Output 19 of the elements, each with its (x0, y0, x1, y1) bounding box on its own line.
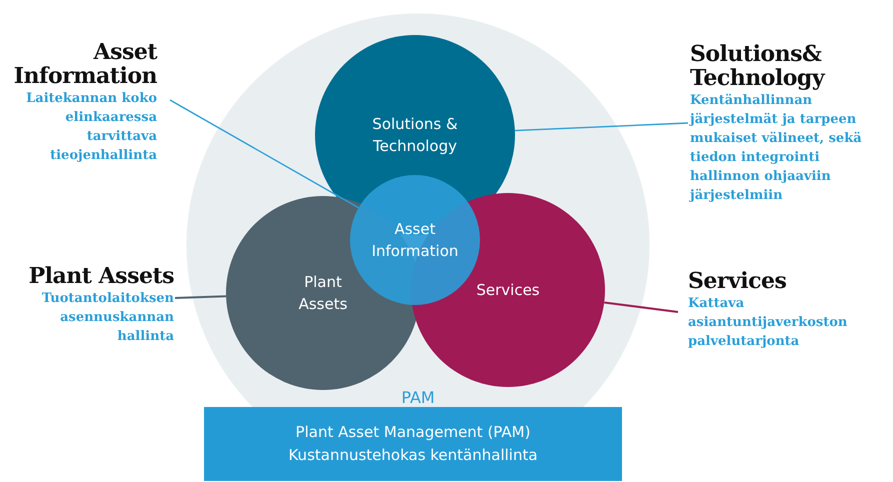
circle-label: Services (475, 280, 541, 301)
callout-description: Kattava asiantuntijaverkoston palvelutarjonta (688, 295, 848, 351)
callout-heading: Solutions& Technology (690, 42, 826, 90)
circle-label: PAM (400, 387, 436, 409)
title-banner (204, 407, 622, 481)
banner-text: Plant Asset Management (PAM) (296, 422, 530, 443)
leader-line (514, 122, 688, 132)
callout-heading: Asset Information (12, 40, 157, 88)
circle-label: Asset Information (370, 218, 460, 262)
callout-description: Tuotantolaitoksen asennuskannan hallinta (40, 290, 174, 346)
leader-line (604, 301, 678, 313)
callout-description: Laitekannan koko elinkaaressa tarvittava tieojenhallinta (25, 90, 157, 165)
circle-label: Solutions & Technology (371, 114, 459, 157)
leader-line (174, 295, 226, 299)
callout-heading: Services (688, 269, 788, 294)
callout-description: Kentänhallinnan järjestelmät ja tarpeen mukaiset välineet, sekä tiedon integrointi hallinnon ohjaaviin järjestelmiin (690, 92, 863, 205)
callout-heading: Plant Assets (28, 264, 174, 288)
banner-text: Kustannustehokas kentänhallinta (288, 445, 538, 466)
circle-label: Plant Assets (298, 272, 348, 315)
